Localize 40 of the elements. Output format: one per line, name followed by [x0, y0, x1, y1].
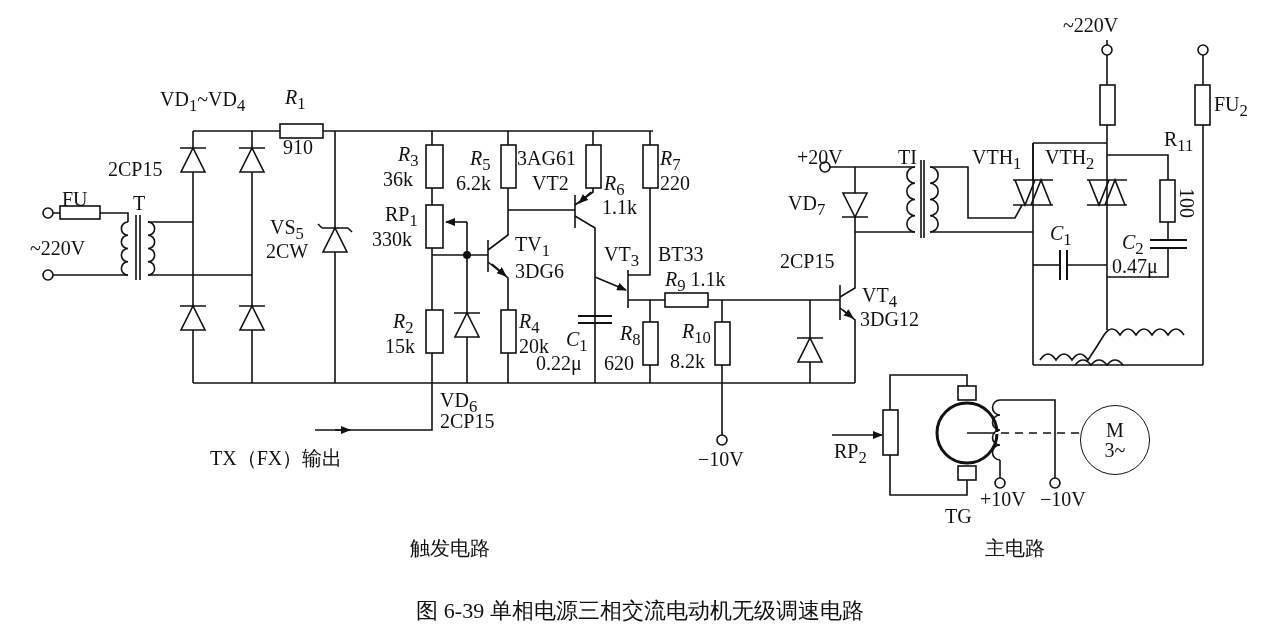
component-label: FU$_{2}$: [1214, 93, 1248, 122]
component-label: VTH$_{1}$: [972, 146, 1022, 175]
component-label: VT2: [532, 172, 569, 194]
component-label: TI: [898, 146, 917, 168]
component-label: R$_{8}$: [620, 322, 641, 351]
component-label: VTH$_{2}$: [1045, 146, 1095, 175]
value-label: 100: [1176, 188, 1198, 218]
voltage-label: ~220V: [30, 237, 86, 259]
component-label: RP$_{2}$: [834, 440, 867, 469]
component-label: FU: [62, 188, 88, 210]
part-number-label: 3AG61: [517, 147, 576, 169]
motor-label: M: [1106, 420, 1124, 440]
output-label: TX（FX）输出: [210, 447, 343, 469]
motor-label: 3~: [1104, 440, 1126, 460]
voltage-label: −10V: [698, 448, 744, 470]
voltage-label: ~220V: [1063, 14, 1119, 36]
component-label: R$_{10}$: [682, 320, 711, 349]
voltage-label: −10V: [1040, 488, 1086, 510]
voltage-label: +10V: [980, 488, 1026, 510]
component-label: VD$_{7}$: [788, 192, 826, 221]
component-label: R$_{1}$: [285, 86, 306, 115]
part-number-label: 3DG6: [515, 260, 564, 282]
part-number-label: BT33: [658, 243, 704, 265]
part-number-label: 2CP15: [780, 250, 835, 272]
component-label: C$_{1}$: [1050, 222, 1072, 251]
component-label: VD$_{1}$~VD$_{4}$: [160, 88, 246, 117]
value-label: 620: [604, 352, 634, 374]
component-label: R$_{9}$ 1.1k: [665, 268, 726, 297]
section-label: 触发电路: [410, 537, 490, 559]
part-number-label: 2CP15: [108, 158, 163, 180]
component-label: TV$_{1}$: [515, 233, 550, 262]
component-label: VT$_{3}$: [604, 243, 639, 272]
component-label: R$_{11}$: [1164, 128, 1194, 157]
voltage-label: +20V: [797, 146, 843, 168]
figure-caption: 图 6-39 单相电源三相交流电动机无级调速电路: [415, 600, 865, 622]
component-label: T: [133, 192, 146, 214]
value-label: 910: [283, 136, 313, 158]
section-label: 主电路: [985, 537, 1045, 559]
component-label: TG: [945, 505, 972, 527]
value-label: 8.2k: [670, 350, 705, 372]
